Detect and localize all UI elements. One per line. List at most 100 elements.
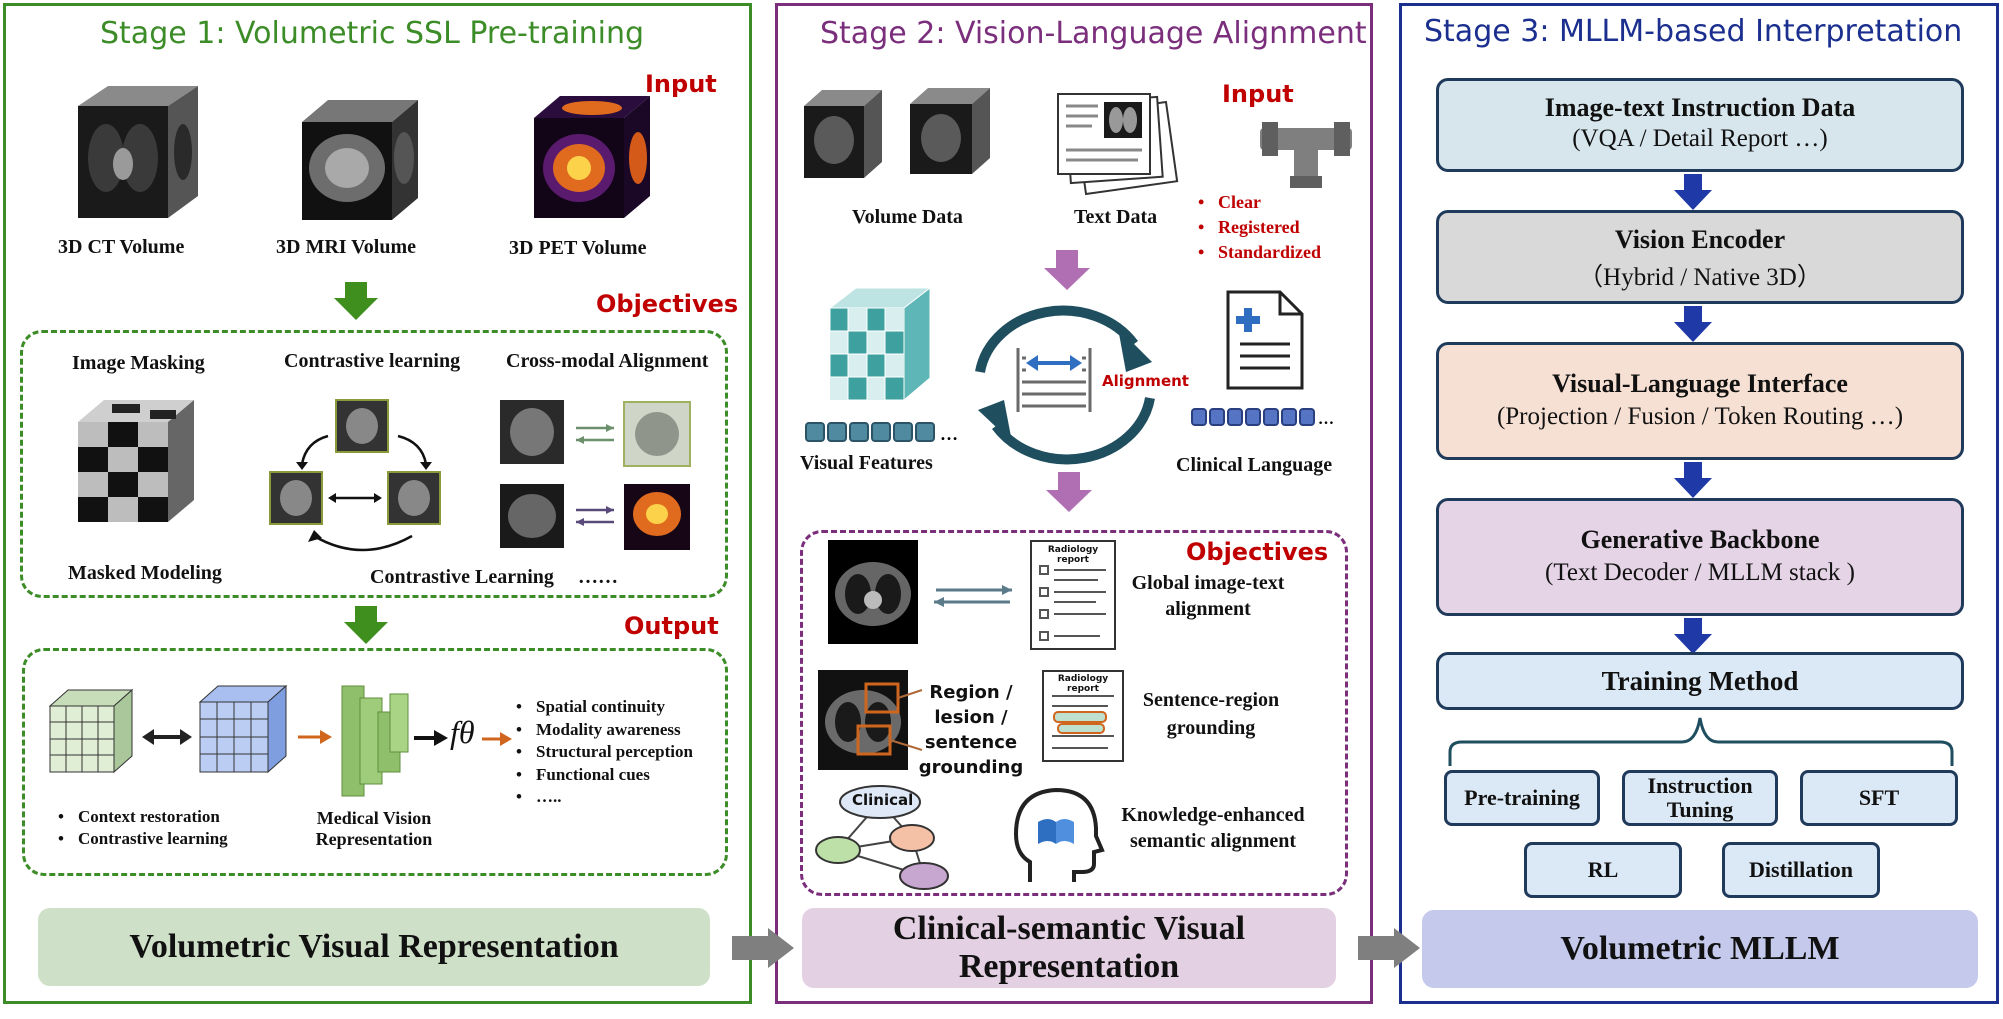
black-arrow [414,730,448,746]
stage1-panel [3,3,752,1004]
method-sft: SFT [1800,770,1958,826]
pipe-filter-icon [1260,122,1352,188]
training-brace [1448,717,1954,766]
ct-slice-2 [818,670,923,770]
bullet-contrastive-learning: Contrastive learning [56,828,228,850]
blue-grid-cube [198,684,288,774]
stage3-arrow-4 [1674,618,1712,654]
stage2-panel [775,3,1373,1004]
stage1-to-stage2-arrow [732,928,794,968]
svg-text:…: … [1318,411,1334,428]
region-grounding-label: Region / lesion / sentence grounding [918,682,1024,778]
green-grid-cube [48,688,134,774]
sentence-region-label: Sentence-region grounding [1142,689,1280,739]
global-alignment-arrows [934,585,1012,607]
stage1-output-label: Output [624,612,719,640]
language-tokens: … [1191,408,1334,428]
text-data-icon [1057,93,1179,196]
stage2-to-stage3-arrow [1358,928,1420,968]
orange-arrow-2 [482,732,512,746]
report-1-lines [1039,565,1106,641]
double-arrow-icon [142,729,192,745]
pet-volume-label: 3D PET Volume [509,237,647,259]
volume-data-label: Volume Data [852,206,963,228]
method-distillation: Distillation [1722,842,1880,898]
objectives-ellipsis: …… [578,566,618,588]
mvr-layers [341,685,409,797]
stage2-down-arrow-1 [1044,250,1090,290]
training-method-box: Training Method [1436,652,1964,710]
volume-data-cubes [804,88,990,178]
mvr-label: Medical Vision Representation [315,808,433,849]
stage1-input-label: Input [645,70,717,98]
global-alignment-label: Global image-text alignment [1131,572,1285,620]
contrastive-learning-label: Contrastive learning [284,350,461,372]
report-2-lines [1052,695,1114,749]
mri-volume-label: 3D MRI Volume [276,236,417,258]
method-instruction-tuning: Instruction Tuning [1622,770,1778,826]
clinical-document-icon [1226,290,1304,390]
stage3-arrow-3 [1674,462,1712,498]
output-right-bullets: Spatial continuity Modality awareness St… [514,696,693,809]
stage3-banner: Volumetric MLLM [1422,910,1978,988]
stage2-banner: Clinical-semantic Visual Representation [802,908,1336,988]
stage2-title: Stage 2: Vision-Language Alignment [820,16,1367,51]
vision-encoder-sub: （Hybrid / Native 3D） [1578,264,1822,291]
cross-modal-pairs [500,400,691,550]
radiology-report-2-title: Radiology report [1057,674,1109,694]
head-book-icon [1013,787,1105,882]
stage2-down-arrow-2 [1046,472,1092,512]
property-standardized: Standardized [1196,240,1321,265]
generative-backbone-box: Generative Backbone (Text Decoder / MLLM… [1436,498,1964,616]
vl-interface-title: Visual-Language Interface [1552,369,1848,398]
stage1-objectives-box [20,330,728,598]
instruction-data-sub: (VQA / Detail Report …) [1572,125,1828,152]
stage3-arrow-2 [1674,306,1712,342]
instruction-data-title: Image-text Instruction Data [1544,93,1856,122]
training-method-title: Training Method [1601,665,1799,696]
bullet-functional-cues: Functional cues [514,764,693,787]
stage1-objectives-label: Objectives [596,290,739,318]
text-data-label: Text Data [1074,206,1158,228]
vision-encoder-title: Vision Encoder [1614,225,1786,254]
vl-interface-box: Visual-Language Interface (Projection / … [1436,342,1964,460]
radiology-report-1: Radiology report [1030,540,1116,650]
stage3-arrow-1 [1674,174,1712,210]
stage2-objectives-label: Objectives [1186,538,1329,566]
instruction-data-box: Image-text Instruction Data (VQA / Detai… [1436,78,1964,172]
bullet-modality-awareness: Modality awareness [514,719,693,742]
ct-slice-1 [828,540,918,644]
method-pretraining: Pre-training [1444,770,1600,826]
stage1-down-arrow-2 [344,606,388,644]
property-registered: Registered [1196,215,1321,240]
clinical-node-label: Clinical [852,791,914,809]
contrastive-learning-label-2: Contrastive Learning [370,566,554,588]
stage2-input-label: Input [1222,80,1294,108]
visual-feature-tokens: … [805,422,958,444]
stage1-output-box [22,648,728,876]
input-properties-list: Clear Registered Standardized [1196,190,1321,265]
visual-features-cube [828,286,932,402]
alignment-cycle [975,305,1155,465]
svg-text:…: … [940,424,958,444]
bullet-ellipsis: ….. [514,786,693,809]
property-clear: Clear [1196,190,1321,215]
alignment-label: Alignment [1102,372,1189,390]
orange-arrow-1 [298,730,332,744]
bullet-spatial-continuity: Spatial continuity [514,696,693,719]
method-rl: RL [1524,842,1682,898]
radiology-report-2: Radiology report [1042,670,1124,762]
f-theta-label: fθ [450,714,475,750]
bullet-context-restoration: Context restoration [56,806,228,828]
vl-interface-sub: (Projection / Fusion / Token Routing …) [1496,403,1904,430]
ct-volume-label: 3D CT Volume [58,236,185,258]
mri-volume-cube [302,100,418,220]
ct-volume-cube [78,86,198,218]
stage3-title: Stage 3: MLLM-based Interpretation [1424,14,1963,49]
stage1-down-arrow-1 [334,282,378,320]
clinical-graph [815,785,949,890]
stage2-objectives-box [800,530,1348,896]
masked-cube [78,400,194,522]
knowledge-alignment-label: Knowledge-enhanced semantic alignment [1121,804,1305,852]
stage3-panel [1399,3,1999,1004]
